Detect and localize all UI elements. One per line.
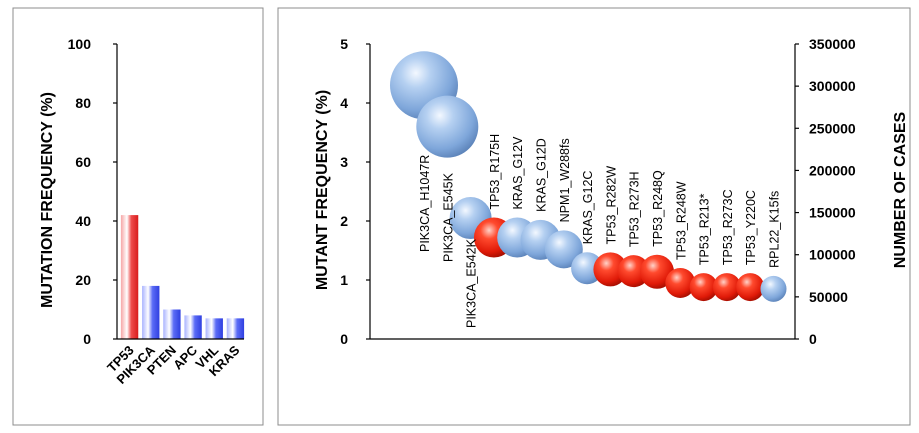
bubble-pik3ca-e545k bbox=[416, 95, 479, 158]
bar-chart-y-tick-label: 80 bbox=[75, 95, 91, 111]
bubble-chart-y-tick-label: 5 bbox=[340, 36, 348, 52]
bar-chart-y-tick-label: 0 bbox=[83, 331, 91, 347]
bubble-chart: MUTANT FREQUENCY (%) NUMBER OF CASES 0 1 2… bbox=[314, 36, 909, 347]
bubble-chart-y-tick-label: 4 bbox=[340, 95, 348, 111]
bar-pik3ca bbox=[142, 285, 160, 339]
bubble-chart-points bbox=[390, 51, 787, 302]
bubble-chart-y2-tick-label: 300000 bbox=[809, 78, 856, 94]
bar-chart-y-tick-label: 60 bbox=[75, 154, 91, 170]
bar-chart-bars bbox=[120, 215, 245, 339]
bubble-chart-y2-tick-label: 350000 bbox=[809, 36, 856, 52]
bar-apc bbox=[184, 315, 202, 339]
bubble-chart-y2-tick-label: 100000 bbox=[809, 247, 856, 263]
bubble-chart-labels: PIK3CA_H1047R PIK3CA_E545K PIK3CA_E542K TP5… bbox=[418, 134, 782, 328]
bubble-chart-point-label: PIK3CA_E542K bbox=[465, 238, 479, 328]
bar-tp53 bbox=[120, 215, 139, 339]
bubble-tp53-r282w bbox=[593, 252, 628, 287]
bubble-chart-y2-ticks: 0 50000 100000 150000 200000 250000 300000 3500… bbox=[795, 36, 856, 347]
bubble-chart-point-label: TP53_R213* bbox=[698, 193, 712, 265]
bubble-rpl22-k15fs bbox=[760, 275, 787, 302]
bubble-chart-y-tick-label: 2 bbox=[340, 213, 348, 229]
bubble-chart-point-label: TP53_R282W bbox=[604, 166, 618, 245]
bubble-tp53-r213- bbox=[689, 273, 718, 302]
bubble-chart-point-label: KRAS_G12D bbox=[535, 138, 549, 212]
right-panel-frame bbox=[277, 7, 911, 426]
bar-chart-y-tick-label: 40 bbox=[75, 213, 91, 229]
bubble-chart-point-label: TP53_Y220C bbox=[744, 190, 758, 265]
bubble-chart-point-label: RPL22_K15fs bbox=[768, 191, 782, 268]
bubble-chart-point-label: KRAS_G12V bbox=[511, 136, 525, 210]
bubble-chart-y2-tick-label: 250000 bbox=[809, 120, 856, 136]
bubble-chart-y-tick-label: 0 bbox=[340, 331, 348, 347]
bubble-chart-point-label: PIK3CA_E545K bbox=[441, 172, 455, 262]
bar-chart: MUTATION FREQUENCY (%) 0 20 40 60 80 100 TP53… bbox=[39, 36, 245, 387]
bubble-chart-point-label: TP53_R273C bbox=[721, 189, 735, 265]
bubble-chart-point-label: TP53_R248W bbox=[674, 181, 688, 260]
bubble-chart-y-tick-label: 1 bbox=[340, 272, 348, 288]
bubble-chart-y-ticks: 0 1 2 3 4 5 bbox=[340, 36, 370, 347]
bubble-chart-point-label: PIK3CA_H1047R bbox=[418, 155, 432, 252]
bubble-chart-y-axis-label: MUTANT FREQUENCY (%) bbox=[314, 90, 331, 290]
bubble-chart-point-label: TP53_R273H bbox=[628, 171, 642, 247]
bubble-chart-y2-tick-label: 50000 bbox=[809, 289, 848, 305]
left-panel-frame bbox=[12, 7, 264, 426]
bar-chart-y-axis-label: MUTATION FREQUENCY (%) bbox=[39, 92, 56, 308]
bar-pten bbox=[163, 309, 181, 339]
bubble-chart-y2-tick-label: 0 bbox=[809, 331, 817, 347]
bar-chart-y-tick-label: 20 bbox=[75, 272, 91, 288]
bar-kras bbox=[226, 318, 245, 339]
bubble-tp53-r273c bbox=[712, 273, 741, 302]
bar-chart-y-ticks: 0 20 40 60 80 100 bbox=[68, 36, 117, 347]
bar-chart-y-tick-label: 100 bbox=[68, 36, 92, 52]
bubble-npm1-w288fs bbox=[544, 230, 583, 269]
bubble-tp53-r248w bbox=[665, 267, 696, 298]
bubble-chart-y2-tick-label: 150000 bbox=[809, 205, 856, 221]
bubble-chart-y-tick-label: 3 bbox=[340, 154, 348, 170]
bubble-chart-point-label: KRAS_G12C bbox=[581, 171, 595, 245]
bubble-chart-point-label: NPM1_W288fs bbox=[558, 138, 572, 222]
bubble-chart-point-label: TP53_R175H bbox=[488, 134, 502, 210]
bubble-tp53-y220c bbox=[736, 273, 765, 302]
bar-vhl bbox=[205, 318, 223, 339]
bubble-chart-y2-tick-label: 200000 bbox=[809, 162, 856, 178]
bubble-chart-y2-axis-label: NUMBER OF CASES bbox=[892, 111, 909, 268]
bubble-chart-point-label: TP53_R248Q bbox=[651, 170, 665, 247]
bubble-tp53-r248q bbox=[640, 254, 674, 289]
